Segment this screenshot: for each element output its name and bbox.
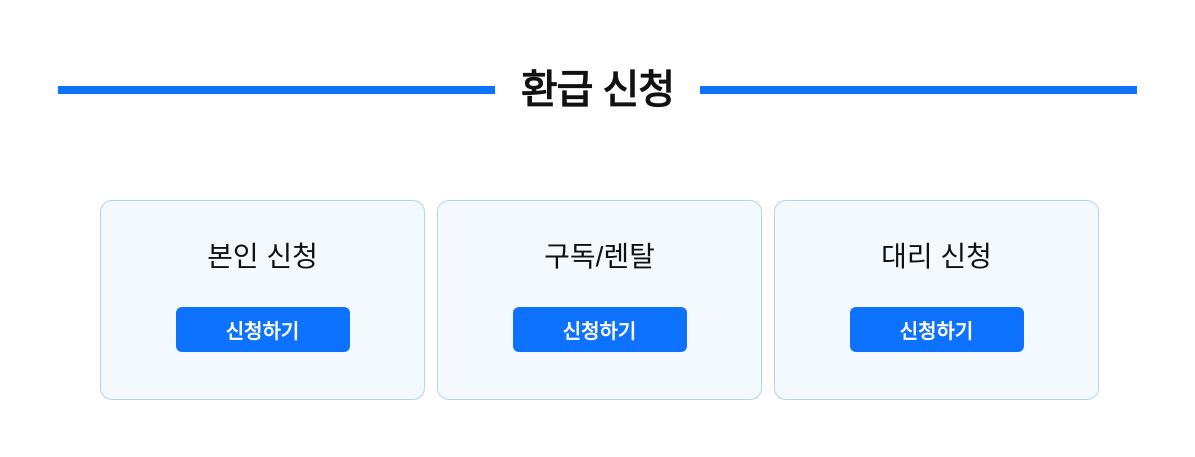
card-self-application: 본인 신청 신청하기 [100, 200, 425, 400]
card-title-subscription-rental: 구독/렌탈 [544, 241, 655, 272]
card-proxy-application: 대리 신청 신청하기 [774, 200, 1099, 400]
application-options: 본인 신청 신청하기 구독/렌탈 신청하기 대리 신청 신청하기 [100, 200, 1099, 400]
page-title: 환급 신청 [520, 68, 675, 112]
card-title-proxy: 대리 신청 [881, 241, 992, 272]
apply-button-self[interactable]: 신청하기 [175, 307, 350, 352]
apply-button-proxy[interactable]: 신청하기 [849, 307, 1024, 352]
section-header: 환급 신청 [0, 66, 1195, 114]
card-title-self: 본인 신청 [207, 241, 318, 272]
header-divider-right [700, 86, 1138, 94]
header-divider-left [58, 86, 495, 94]
apply-button-subscription-rental[interactable]: 신청하기 [512, 307, 687, 352]
card-subscription-rental: 구독/렌탈 신청하기 [437, 200, 762, 400]
